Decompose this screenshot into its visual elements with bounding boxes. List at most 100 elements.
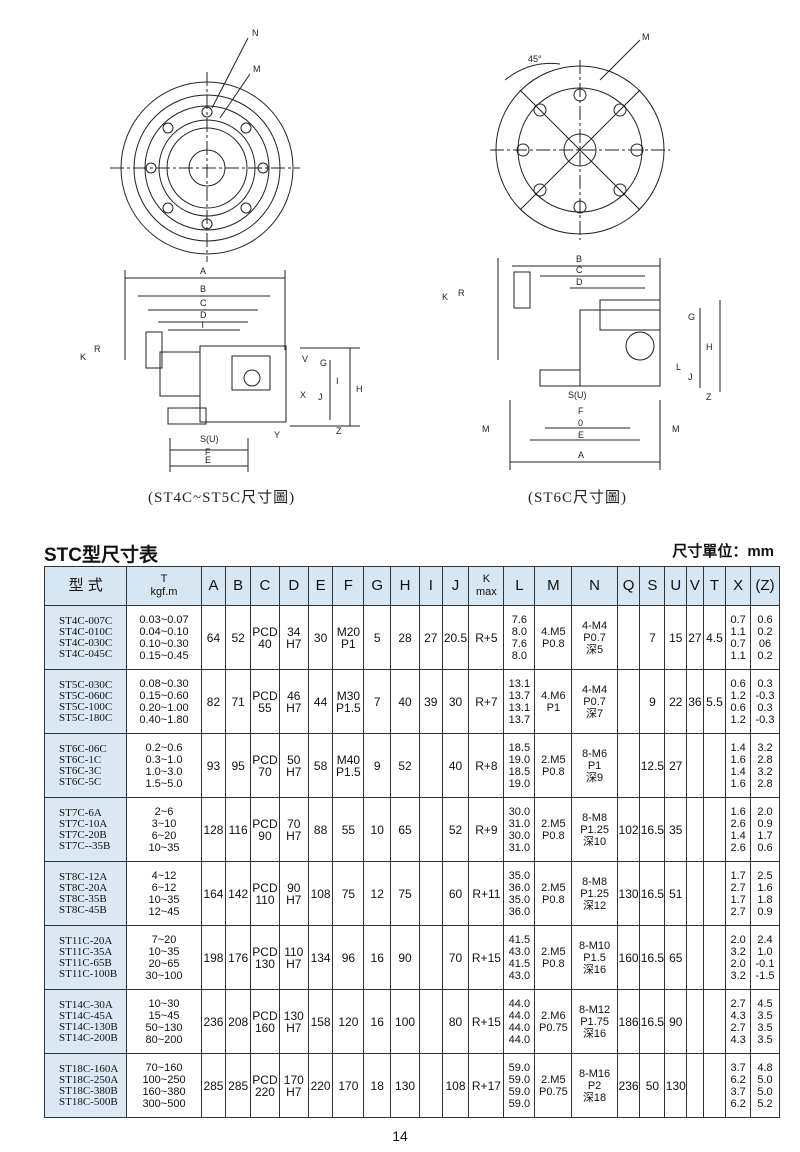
dim-u-cell: 130: [664, 1053, 688, 1118]
dim-f-cell: 96: [332, 925, 365, 990]
label-z: Z: [336, 426, 342, 436]
dim-j-cell: 20.5: [441, 605, 470, 670]
dim-j-cell: 52: [441, 797, 470, 862]
dim-u-cell: 65: [664, 925, 688, 990]
column-header: G: [363, 566, 392, 606]
column-header: C: [250, 566, 280, 606]
dim-e-cell: 44: [307, 669, 334, 734]
dim-q-cell: 186: [616, 989, 641, 1054]
dim-h-cell: 90: [390, 925, 420, 990]
label-b-right: B: [576, 254, 582, 264]
dim-a-cell: 236: [200, 989, 227, 1054]
label-m-right-bottom: M: [672, 424, 680, 434]
label-d-right: D: [576, 277, 583, 287]
dim-a-cell: 128: [200, 797, 227, 862]
dim-a-cell: 164: [200, 861, 227, 926]
dim-i-cell: [418, 733, 443, 798]
dim-u-cell: 51: [664, 861, 688, 926]
dim-s-cell: 16.5: [639, 797, 666, 862]
dim-v-cell: 27: [686, 605, 704, 670]
dim-t-cell: [702, 925, 727, 990]
dim-f-cell: 120: [332, 989, 365, 1054]
dim-e-cell: 158: [307, 989, 334, 1054]
dim-i-cell: [418, 925, 443, 990]
column-header: (Z): [750, 566, 780, 606]
column-header: V: [686, 566, 704, 606]
dim-q-cell: 102: [616, 797, 641, 862]
column-header: H: [390, 566, 420, 606]
column-header: B: [225, 566, 252, 606]
dim-g-cell: 10: [363, 797, 392, 862]
label-a-right: A: [578, 450, 584, 460]
label-c: C: [200, 298, 207, 308]
dim-t-cell: 4.5: [702, 605, 727, 670]
dim-v-cell: 36: [686, 669, 704, 734]
dim-h-cell: 130: [390, 1053, 420, 1118]
dim-g-cell: 16: [363, 925, 392, 990]
dim-k-cell: R+17: [468, 1053, 505, 1118]
column-header: I: [418, 566, 443, 606]
column-header: N: [571, 566, 618, 606]
unit-label: 尺寸單位：mm: [672, 543, 774, 560]
technical-drawing: N M A B C D T K R V G I H X J Z Y S(U) F…: [80, 28, 721, 472]
dim-q-cell: [616, 733, 641, 798]
dim-j-cell: 108: [441, 1053, 470, 1118]
dim-v-cell: [686, 797, 704, 862]
dim-t-cell: [702, 861, 727, 926]
dim-j-cell: 40: [441, 733, 470, 798]
dim-b-cell: 71: [225, 669, 252, 734]
dim-g-cell: 16: [363, 989, 392, 1054]
column-header: M: [534, 566, 573, 606]
dim-t-cell: 5.5: [702, 669, 727, 734]
dim-k-cell: R+15: [468, 925, 505, 990]
dim-v-cell: [686, 1053, 704, 1118]
dim-e-cell: 30: [307, 605, 334, 670]
column-header: E: [307, 566, 334, 606]
label-z-right: Z: [706, 392, 712, 402]
left-front-view: [110, 37, 300, 262]
dim-h-cell: 28: [390, 605, 420, 670]
